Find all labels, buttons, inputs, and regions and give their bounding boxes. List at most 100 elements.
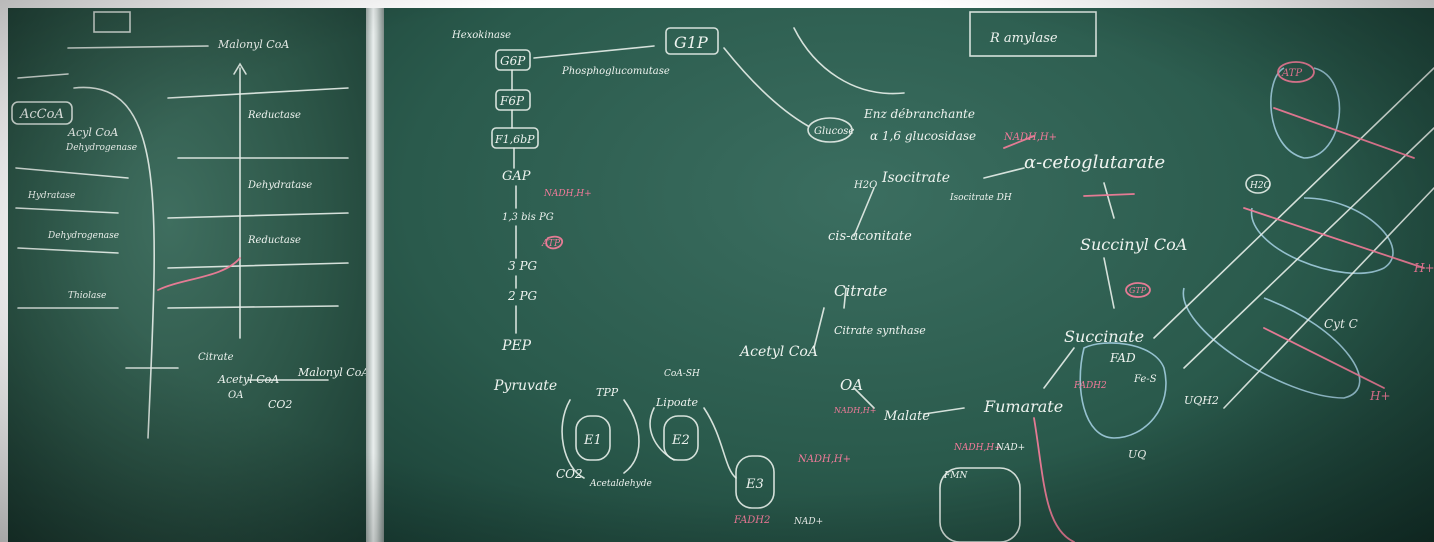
label-malonyl-coa-top: Malonyl CoA bbox=[217, 38, 289, 51]
label-fad: FAD bbox=[1109, 351, 1136, 365]
right-blackboard: Hexokinase G6P F6P F1,6bP GAP 1,3 bis PG… bbox=[384, 8, 1434, 542]
label-citrate: Citrate bbox=[198, 352, 234, 363]
label-h-plus-2: H+ bbox=[1369, 389, 1391, 403]
label-h-plus-1: H+ bbox=[1413, 261, 1434, 275]
label-lipoate: Lipoate bbox=[655, 396, 698, 409]
chalk-e2 bbox=[663, 415, 699, 461]
label-amylase: R amylase bbox=[989, 31, 1058, 46]
label-atp-glycolysis: ATP bbox=[541, 239, 561, 249]
chalk-box-g1p bbox=[665, 27, 719, 55]
chalk-complex-i bbox=[939, 467, 1021, 542]
label-3pg: 3 PG bbox=[508, 259, 538, 273]
label-h2o-etc: H2O bbox=[1249, 181, 1272, 191]
label-e2: E2 bbox=[671, 433, 690, 448]
label-hydratase: Hydratase bbox=[27, 191, 75, 201]
label-co2-pdh: CO2 bbox=[556, 467, 583, 481]
label-isocitrate: Isocitrate bbox=[881, 170, 950, 186]
label-cis-aconitate: cis-aconitate bbox=[828, 229, 912, 244]
label-13bpg: 1,3 bis PG bbox=[502, 212, 554, 223]
chalk-box-g6p bbox=[495, 49, 531, 71]
label-uq: UQ bbox=[1128, 448, 1146, 461]
label-uqh2: UQH2 bbox=[1184, 394, 1219, 407]
label-fadh2-pdh: FADH2 bbox=[733, 515, 770, 526]
label-reductase-2: Reductase bbox=[247, 235, 301, 246]
label-oa-tca: OA bbox=[840, 376, 863, 394]
chalk-gtp-oval bbox=[1125, 282, 1151, 298]
label-nadh-tca-2: NADH,H+ bbox=[833, 406, 876, 415]
label-nadh-pdh: NADH,H+ bbox=[797, 454, 851, 465]
pink-proton-arrows bbox=[1243, 107, 1425, 389]
label-citrate-synthase: Citrate synthase bbox=[834, 324, 926, 337]
label-enz-debranchante: Enz débranchante bbox=[863, 107, 975, 121]
label-phosphoglucomutase: Phosphoglucomutase bbox=[561, 66, 670, 77]
label-acetaldehyde: Acetaldehyde bbox=[589, 479, 652, 489]
label-gap: GAP bbox=[502, 169, 531, 184]
label-nadh-etc: NADH,H+ bbox=[953, 443, 1002, 453]
label-acetyl-coa-tca: Acetyl CoA bbox=[738, 344, 818, 360]
label-2pg: 2 PG bbox=[507, 289, 538, 303]
label-malate: Malate bbox=[883, 409, 930, 424]
chalk-box-f6p bbox=[495, 89, 531, 111]
label-g6p: G6P bbox=[500, 54, 526, 68]
label-co2: CO2 bbox=[268, 398, 292, 411]
label-pyruvate: Pyruvate bbox=[493, 378, 557, 394]
label-nadh-tca-1: NADH,H+ bbox=[1003, 132, 1057, 143]
label-dehydratase: Dehydratase bbox=[247, 180, 312, 191]
label-malonyl-coa: Malonyl CoA bbox=[297, 366, 368, 379]
label-gtp: GTP bbox=[1129, 286, 1147, 295]
chalk-box-f16bp bbox=[491, 127, 539, 149]
label-e3: E3 bbox=[745, 477, 764, 492]
label-reductase-1: Reductase bbox=[247, 110, 301, 121]
label-alpha-kg: α-cetoglutarate bbox=[1024, 152, 1165, 173]
label-nad-pdh: NAD+ bbox=[793, 517, 823, 527]
label-acyl-coa: Acyl CoA bbox=[67, 126, 118, 139]
chalk-h2o-oval bbox=[1245, 174, 1271, 194]
glycolysis-arrows bbox=[511, 69, 517, 334]
label-h2o-tca: H2O bbox=[853, 180, 877, 191]
label-thiolase: Thiolase bbox=[68, 291, 106, 301]
label-tpp: TPP bbox=[596, 386, 619, 399]
label-f6p: F6P bbox=[499, 94, 525, 108]
label-fes: Fe-S bbox=[1133, 374, 1157, 385]
label-oa: OA bbox=[228, 390, 243, 401]
label-dehydrogenase-1: Dehydrogenase bbox=[65, 143, 137, 153]
chalk-e1 bbox=[575, 415, 611, 461]
label-acetyl-coa: Acetyl CoA bbox=[217, 373, 279, 386]
pink-mark bbox=[157, 257, 241, 291]
board-divider bbox=[366, 8, 384, 542]
right-board-chalk: Hexokinase G6P F6P F1,6bP GAP 1,3 bis PG… bbox=[451, 11, 1434, 542]
chalk-box-accoa bbox=[11, 101, 73, 125]
chalk-atp-oval bbox=[1277, 61, 1315, 83]
label-coash: CoA-SH bbox=[664, 369, 700, 379]
label-dehydrogenase-2: Dehydrogenase bbox=[47, 231, 119, 241]
label-hexokinase: Hexokinase bbox=[451, 30, 511, 41]
left-blackboard: AcCoA Acyl CoA Dehydrogenase Hydratase D… bbox=[8, 8, 368, 542]
chalk-e3 bbox=[735, 455, 775, 509]
label-nad-etc: NAD+ bbox=[995, 443, 1025, 453]
chalk-oval-glucose bbox=[807, 117, 853, 143]
chalk-box-amylase bbox=[969, 11, 1097, 57]
label-pep: PEP bbox=[501, 338, 532, 354]
label-fumarate: Fumarate bbox=[983, 397, 1063, 416]
label-cytc: Cyt C bbox=[1324, 317, 1358, 331]
label-glucose: Glucose bbox=[814, 126, 854, 137]
label-fadh2-etc: FADH2 bbox=[1073, 381, 1107, 391]
label-isocitrate-dh: Isocitrate DH bbox=[949, 193, 1012, 203]
membrane-lines bbox=[1153, 67, 1434, 409]
label-nadh-glycolysis: NADH,H+ bbox=[543, 189, 592, 199]
tca-arrows bbox=[813, 167, 1115, 415]
label-glucosidase: α 1,6 glucosidase bbox=[870, 129, 976, 143]
chalk-box bbox=[93, 11, 131, 33]
label-f16bp: F1,6bP bbox=[494, 133, 535, 146]
chalk-arc bbox=[73, 86, 155, 439]
label-succinate: Succinate bbox=[1064, 327, 1144, 346]
label-accoa: AcCoA bbox=[19, 107, 64, 122]
label-succinyl-coa: Succinyl CoA bbox=[1080, 235, 1187, 254]
left-board-chalk: AcCoA Acyl CoA Dehydrogenase Hydratase D… bbox=[11, 11, 368, 439]
label-atp-etc: ATP bbox=[1281, 68, 1302, 79]
chalk-complex-ii bbox=[1079, 342, 1167, 439]
label-citrate-tca: Citrate bbox=[834, 282, 887, 300]
label-fmn: FMN bbox=[943, 471, 968, 481]
label-g1p: G1P bbox=[674, 33, 708, 52]
